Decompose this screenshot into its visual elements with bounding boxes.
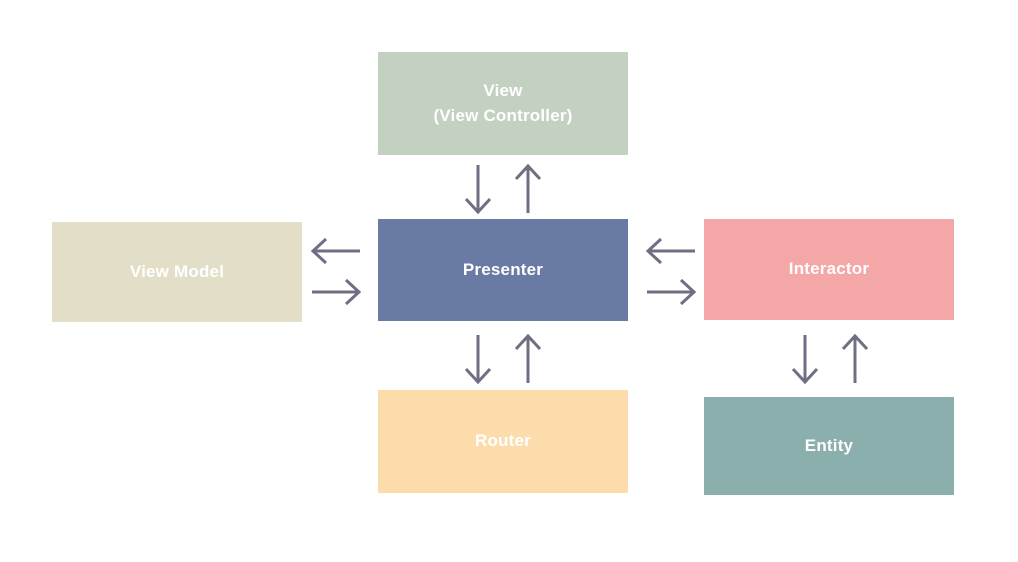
node-view[interactable]: View (View Controller) [378, 52, 628, 155]
arrow-right-icon [647, 278, 697, 306]
node-view-model-label: View Model [129, 261, 225, 281]
connector-interactor-entity [782, 333, 878, 385]
node-router-label: Router [475, 431, 531, 451]
arrow-down-icon [791, 335, 819, 385]
connector-presenter-router [455, 333, 551, 385]
connector-view-presenter [455, 163, 551, 215]
node-view-model[interactable]: View Model [52, 222, 302, 322]
connector-view-model-presenter [310, 236, 362, 308]
node-view-label: View (View Controller) [433, 81, 573, 125]
node-presenter-label: Presenter [462, 259, 544, 279]
arrow-left-icon [645, 237, 695, 265]
node-entity-label: Entity [804, 435, 854, 455]
node-entity[interactable]: Entity [704, 397, 954, 495]
connector-presenter-interactor [645, 236, 697, 308]
arrow-down-icon [464, 335, 492, 385]
arrow-up-icon [514, 163, 542, 213]
arrow-down-icon [464, 165, 492, 215]
arrow-up-icon [841, 333, 869, 383]
node-interactor[interactable]: Interactor [704, 219, 954, 320]
arrow-up-icon [514, 333, 542, 383]
arrow-right-icon [312, 278, 362, 306]
node-interactor-label: Interactor [788, 259, 870, 279]
arrow-left-icon [310, 237, 360, 265]
node-presenter[interactable]: Presenter [378, 219, 628, 321]
node-router[interactable]: Router [378, 390, 628, 493]
